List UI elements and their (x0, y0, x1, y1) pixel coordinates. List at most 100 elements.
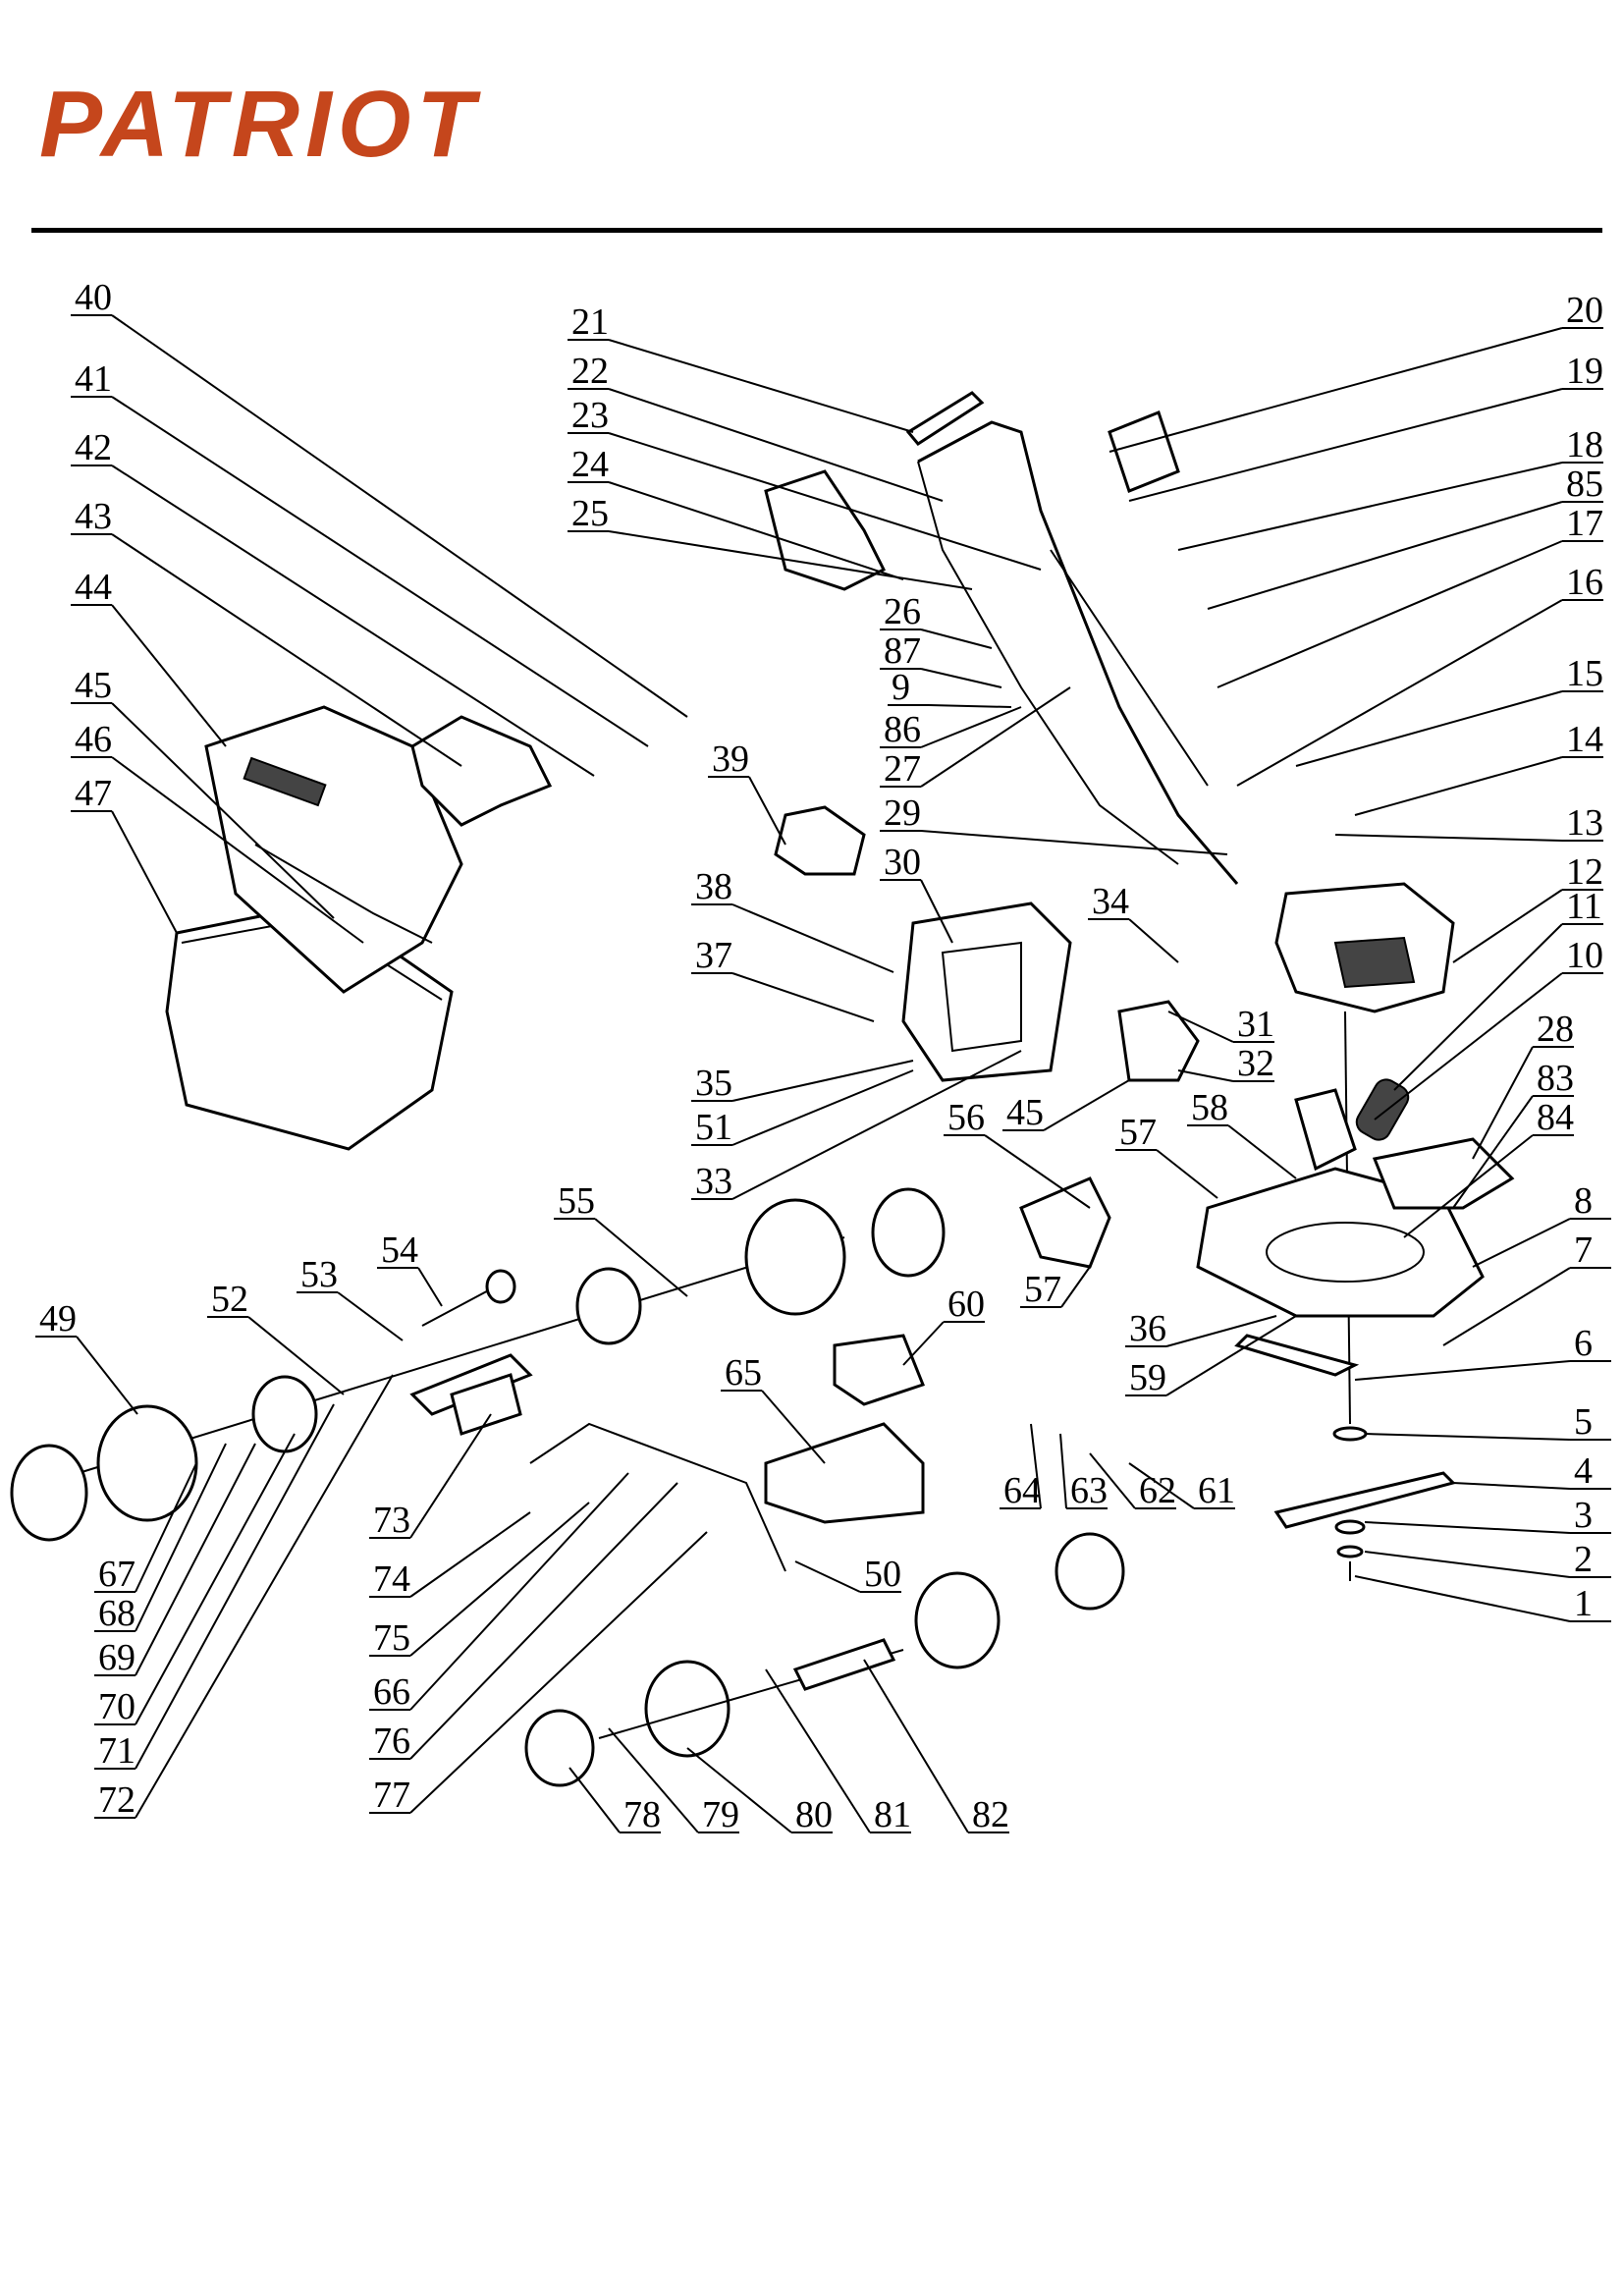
callout-number: 6 (1574, 1323, 1593, 1364)
leader-line (1177, 1069, 1234, 1082)
leader-line (1167, 1011, 1234, 1043)
callout-number: 16 (1566, 562, 1603, 603)
leader-line (1472, 1046, 1534, 1160)
callout-number: 49 (39, 1298, 77, 1339)
leader-line (247, 1316, 345, 1395)
leader-line (1374, 972, 1563, 1121)
callout-number: 66 (373, 1671, 410, 1713)
callout-number: 77 (373, 1775, 410, 1816)
callout-number: 34 (1092, 881, 1129, 922)
leader-line (76, 1336, 138, 1415)
leader-line (111, 465, 595, 777)
leader-line (765, 1668, 871, 1833)
leader-line (1334, 834, 1563, 842)
leader-line (902, 1321, 945, 1366)
leader-line (1442, 1267, 1571, 1346)
mulch-plug (774, 805, 866, 876)
callout-number: 45 (1006, 1092, 1044, 1133)
callout-number: 69 (98, 1637, 135, 1678)
callout-number: 29 (884, 793, 921, 834)
leader-line (748, 776, 786, 846)
callout-number: 4 (1574, 1450, 1593, 1492)
callout-number: 3 (1574, 1495, 1593, 1536)
leader-line (1354, 1575, 1571, 1622)
callout-number: 28 (1537, 1009, 1574, 1050)
leader-line (1403, 1134, 1534, 1238)
upper-handle (764, 391, 1239, 885)
rear-wheels (10, 1187, 946, 1542)
callout-number: 55 (558, 1180, 595, 1222)
callout-number: 79 (702, 1794, 739, 1835)
callout-number: 17 (1566, 503, 1603, 544)
callout-number: 18 (1566, 424, 1603, 465)
callout-number: 50 (864, 1554, 901, 1595)
leader-line (135, 1443, 227, 1632)
callout-number: 72 (98, 1779, 135, 1821)
callout-number: 61 (1198, 1470, 1235, 1511)
height-lever (421, 1269, 516, 1327)
callout-number: 42 (75, 427, 112, 468)
leader-line (1452, 889, 1563, 963)
callout-number: 12 (1566, 851, 1603, 893)
callout-number: 40 (75, 277, 112, 318)
leader-line (111, 396, 649, 747)
callout-number: 71 (98, 1730, 135, 1772)
side-deflector (1117, 1000, 1200, 1082)
leader-line (1177, 462, 1563, 551)
callout-number: 21 (571, 301, 609, 343)
callout-labels: 1234567891011121314151617181920212223242… (35, 277, 1611, 1835)
leader-line (1128, 918, 1179, 963)
leader-line (1364, 1521, 1571, 1534)
front-handle-bar (529, 1422, 786, 1572)
callout-number: 27 (884, 748, 921, 790)
leader-line (731, 1060, 914, 1102)
leader-line (1089, 1452, 1136, 1509)
leader-line (111, 533, 462, 767)
callout-number: 78 (623, 1794, 661, 1835)
callout-number: 23 (571, 395, 609, 436)
callout-number: 36 (1129, 1308, 1166, 1349)
leader-line (686, 1747, 792, 1833)
callout-number: 46 (75, 719, 112, 760)
callout-number: 80 (795, 1794, 833, 1835)
callout-number: 20 (1566, 290, 1603, 331)
leader-line (1128, 388, 1563, 502)
leader-line (1059, 1433, 1067, 1509)
leader-line (731, 1050, 1022, 1200)
leader-line (409, 1502, 590, 1657)
leader-line (1364, 1551, 1571, 1578)
leader-line (1364, 1433, 1571, 1441)
callout-number: 22 (571, 351, 609, 392)
callout-number: 70 (98, 1686, 135, 1727)
patriot-logo: PATRIOT (39, 78, 569, 172)
callout-number: 86 (884, 709, 921, 750)
leader-line (1043, 1079, 1130, 1131)
leader-line (568, 1767, 621, 1833)
leader-line (1217, 540, 1563, 688)
mulch-cover-60 (833, 1334, 925, 1406)
header-divider (31, 228, 1602, 233)
callout-number: 9 (892, 667, 910, 708)
leader-line (920, 668, 1002, 688)
callout-number: 10 (1566, 935, 1603, 976)
callout-number: 65 (725, 1352, 762, 1394)
engine-control-cover (901, 902, 1072, 1082)
callout-number: 39 (712, 738, 749, 780)
callout-number: 62 (1139, 1470, 1176, 1511)
callout-number: 58 (1191, 1087, 1228, 1128)
callout-number: 74 (373, 1558, 410, 1600)
leader-line (920, 686, 1071, 788)
callout-number: 19 (1566, 351, 1603, 392)
callout-number: 83 (1537, 1058, 1574, 1099)
callout-number: 26 (884, 591, 921, 632)
callout-number: 14 (1566, 719, 1603, 760)
leader-line (111, 810, 178, 934)
leader-line (920, 879, 953, 944)
callout-number: 64 (1003, 1470, 1041, 1511)
leader-line (863, 1659, 969, 1833)
blade-assembly (1234, 1334, 1456, 1581)
callout-number: 67 (98, 1554, 135, 1595)
rear-cover (410, 715, 553, 827)
callout-number: 37 (695, 935, 732, 976)
